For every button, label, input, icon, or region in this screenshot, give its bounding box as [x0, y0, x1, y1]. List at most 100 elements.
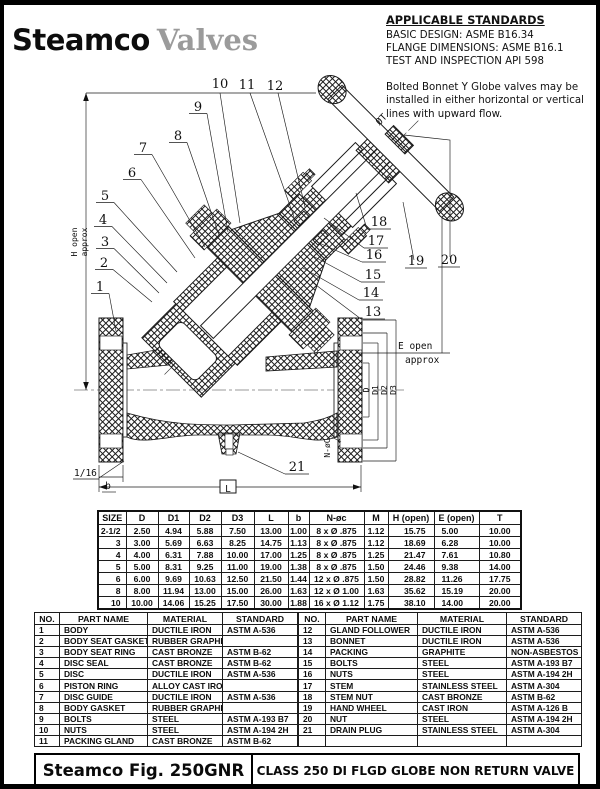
callout-19: 19	[408, 254, 425, 269]
table-cell: ASTM A-536	[222, 690, 298, 703]
table-row	[298, 734, 582, 748]
d1-label: D1	[371, 385, 380, 395]
table-cell: 1.75	[363, 596, 389, 610]
table-cell: 12	[298, 623, 326, 637]
table-cell: 5.00	[433, 524, 480, 537]
table-cell: 1	[34, 623, 60, 637]
table-cell: 8.00	[125, 584, 159, 597]
table-cell: MATERIAL	[147, 612, 223, 625]
table-cell: 21	[298, 723, 326, 736]
table-cell: STEEL	[147, 712, 223, 725]
table-cell: 13.00	[253, 524, 289, 537]
table-cell: 10	[97, 596, 127, 610]
table-cell: 7	[34, 690, 60, 703]
table-cell: 6.31	[157, 548, 190, 561]
table-cell: STEM	[325, 679, 418, 692]
table-cell: DISC SEAL	[59, 657, 148, 670]
table-cell: NO.	[34, 612, 60, 625]
raised-face-note: 1/16	[73, 460, 125, 480]
table-cell: CAST BRONZE	[417, 690, 507, 703]
callout-1: 1	[96, 280, 104, 295]
table-cell: 4.00	[125, 548, 159, 561]
callout-16: 16	[366, 248, 383, 263]
callout-15: 15	[365, 268, 382, 283]
drain-plug-part	[224, 433, 234, 450]
table-cell	[298, 734, 326, 748]
bonnet-stem-assembly: ØT	[141, 74, 465, 398]
table-cell: BOLTS	[59, 712, 148, 725]
table-cell	[417, 734, 507, 748]
table-cell: 9.38	[433, 560, 480, 573]
table-cell: 6.00	[125, 572, 159, 585]
table-cell: ASTM A-194 2H	[222, 723, 298, 736]
callout-11: 11	[239, 78, 256, 93]
h-open-dimension: H open approx	[70, 92, 316, 390]
table-cell: DUCTILE IRON	[147, 623, 223, 637]
standard-line: FLANGE DIMENSIONS: ASME B16.1	[386, 43, 564, 54]
table-cell: 7.88	[188, 548, 222, 561]
table-cell: 10.00	[478, 536, 522, 549]
table-cell: 10.00	[125, 596, 159, 610]
table-cell: ASTM A-536	[506, 635, 582, 648]
e-open-label: E open	[398, 341, 432, 352]
table-cell: 11.94	[157, 584, 190, 597]
table-cell: 7.50	[220, 524, 255, 537]
table-cell: STEEL	[417, 712, 507, 725]
table-cell: 14.06	[157, 596, 190, 610]
table-cell: PACKING GLAND	[59, 734, 148, 748]
table-cell: 14.00	[478, 560, 522, 573]
table-cell	[222, 679, 298, 692]
table-cell: BODY SEAT RING	[59, 646, 148, 659]
table-cell: PART NAME	[325, 612, 418, 625]
standards-block: APPLICABLE STANDARDS BASIC DESIGN: ASME …	[386, 14, 588, 121]
table-cell: b	[287, 510, 310, 525]
table-cell: 15.75	[387, 524, 435, 537]
table-cell: ASTM A-193 B7	[506, 657, 582, 670]
d-label: D	[362, 387, 371, 392]
table-cell: 11.26	[433, 572, 480, 585]
table-cell: 9.25	[188, 560, 222, 573]
table-cell: 4.94	[157, 524, 190, 537]
table-cell: 14.00	[433, 596, 480, 610]
table-cell: 10.63	[188, 572, 222, 585]
table-cell: ASTM A-126 B	[506, 701, 582, 714]
table-cell: M	[363, 510, 389, 525]
callout-18: 18	[371, 215, 388, 230]
installation-note: Bolted Bonnet Y Globe valves may be inst…	[386, 82, 584, 120]
table-cell: RUBBER GRAPHITE	[147, 701, 223, 714]
table-cell: DUCTILE IRON	[417, 635, 507, 648]
l-label: L	[225, 484, 231, 495]
table-cell: 5	[97, 560, 127, 573]
table-cell: 1.25	[363, 548, 389, 561]
table-cell: D1	[157, 510, 190, 525]
handwheel-nut	[384, 124, 415, 155]
table-cell: 6	[97, 572, 127, 585]
callouts: 1 2 3 4 5 6 7 8 9 10 11 12 13 1	[91, 77, 460, 475]
table-cell: 5	[34, 668, 60, 681]
table-cell: MATERIAL	[417, 612, 507, 625]
table-cell: 1.88	[287, 596, 310, 610]
callout-8: 8	[174, 129, 182, 144]
table-cell: 7.61	[433, 548, 480, 561]
table-cell: ASTM B-62	[222, 657, 298, 670]
table-cell: 20.00	[478, 584, 522, 597]
n-oc-label: N-øC	[323, 438, 332, 457]
table-cell: D	[125, 510, 159, 525]
table-cell: 8.31	[157, 560, 190, 573]
callout-5: 5	[101, 189, 109, 204]
